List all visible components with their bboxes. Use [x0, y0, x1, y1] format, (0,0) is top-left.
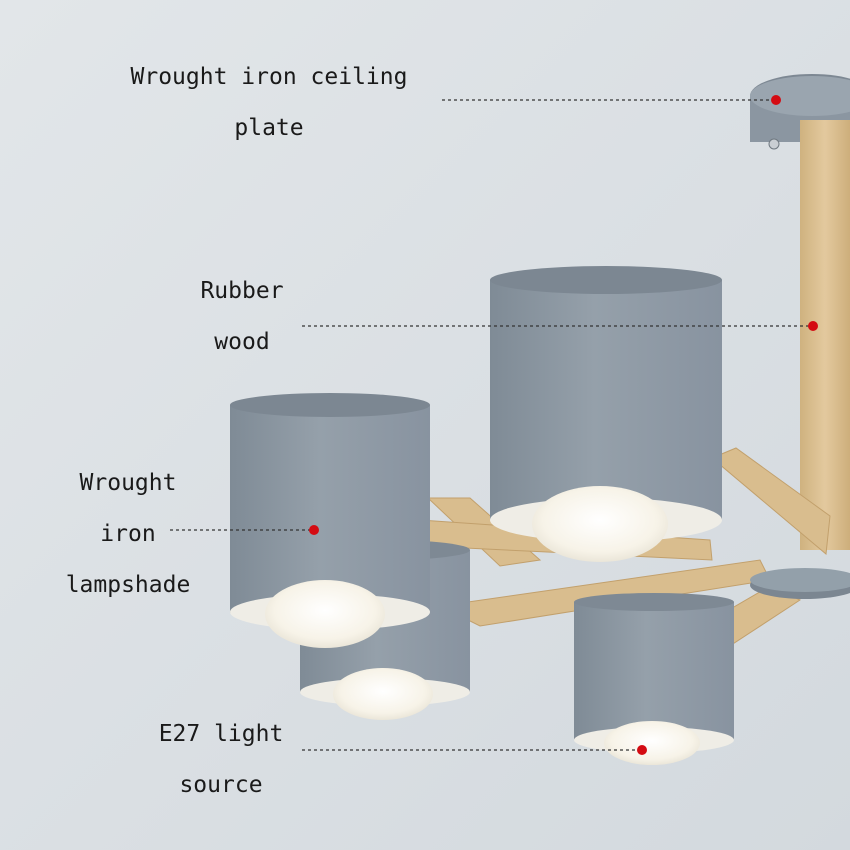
marker-dot-light-source — [637, 745, 647, 755]
callout-ceiling-plate-line-2: plate — [234, 115, 304, 141]
lamp-front-right — [490, 266, 722, 562]
callout-light-source: E27 light source — [130, 709, 312, 811]
bulb-front-left — [265, 580, 385, 648]
ceiling-screw — [768, 138, 780, 150]
callout-lampshade-line-2: iron — [100, 521, 156, 547]
callout-ceiling-plate-line-1: Wrought iron ceiling — [130, 64, 408, 90]
callout-rubber-wood-line-1: Rubber — [200, 278, 284, 304]
marker-dots — [309, 95, 818, 755]
marker-dot-lampshade — [309, 525, 319, 535]
lamp-back-right — [574, 593, 734, 765]
callout-lampshade-line-1: Wrought — [79, 470, 177, 496]
callout-lampshade-line-3: lampshade — [65, 572, 191, 598]
lamp-front-left — [230, 393, 430, 648]
callout-rubber-wood: Rubber wood — [172, 266, 312, 368]
wooden-rod — [800, 120, 850, 550]
marker-dot-rubber-wood — [808, 321, 818, 331]
callout-ceiling-plate: Wrought iron ceiling plate — [96, 52, 442, 154]
bulb-back-left — [333, 668, 433, 720]
ceiling-plate — [750, 74, 850, 150]
callout-lampshade: Wrought iron lampshade — [40, 458, 216, 611]
bulb-front-right — [532, 486, 668, 562]
callout-light-source-line-1: E27 light — [158, 721, 284, 747]
bulb-back-right — [604, 721, 700, 765]
callout-rubber-wood-line-2: wood — [214, 329, 270, 355]
leader-lines — [170, 99, 813, 751]
callout-light-source-line-2: source — [179, 772, 263, 798]
marker-dot-ceiling-plate — [771, 95, 781, 105]
center-hub — [750, 568, 850, 599]
